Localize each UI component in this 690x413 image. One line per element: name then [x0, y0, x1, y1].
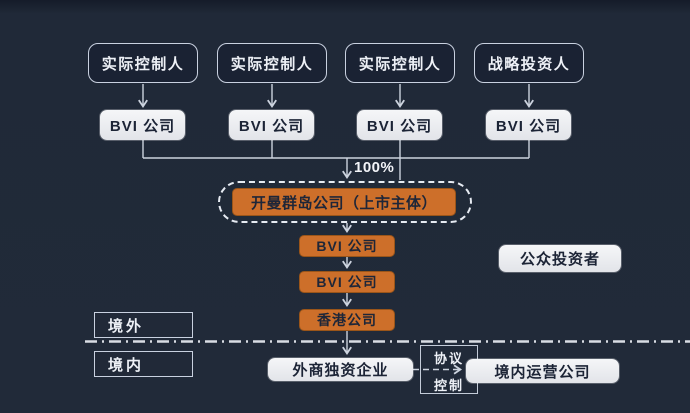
actual-controller-box-3: 实际控制人 — [345, 43, 455, 83]
offshore-region-label: 境外 — [94, 312, 193, 338]
actual-controller-box-2: 实际控制人 — [217, 43, 327, 83]
strategic-investor-box: 战略投资人 — [474, 43, 584, 83]
vie-control-label-line2: 控制 — [433, 378, 464, 393]
cayman-company-box: 开曼群岛公司（上市主体） — [232, 188, 456, 216]
chain-bvi-company-box-1: BVI 公司 — [299, 235, 395, 257]
bvi-company-box-4: BVI 公司 — [486, 110, 571, 140]
ownership-percentage-label: 100% — [354, 159, 395, 176]
bvi-company-box-1: BVI 公司 — [100, 110, 185, 140]
public-investors-box: 公众投资者 — [499, 245, 621, 272]
listing-entity-capsule — [218, 181, 472, 223]
chain-bvi-company-box-2: BVI 公司 — [299, 271, 395, 293]
onshore-region-label: 境内 — [94, 351, 193, 377]
wfoe-box: 外商独资企业 — [268, 358, 413, 381]
hongkong-company-box: 香港公司 — [299, 309, 395, 331]
bvi-company-box-3: BVI 公司 — [357, 110, 442, 140]
bvi-company-box-2: BVI 公司 — [229, 110, 314, 140]
actual-controller-box-1: 实际控制人 — [88, 43, 198, 83]
domestic-operating-company-box: 境内运营公司 — [466, 359, 619, 383]
vie-control-label-line1: 协议 — [433, 351, 464, 366]
